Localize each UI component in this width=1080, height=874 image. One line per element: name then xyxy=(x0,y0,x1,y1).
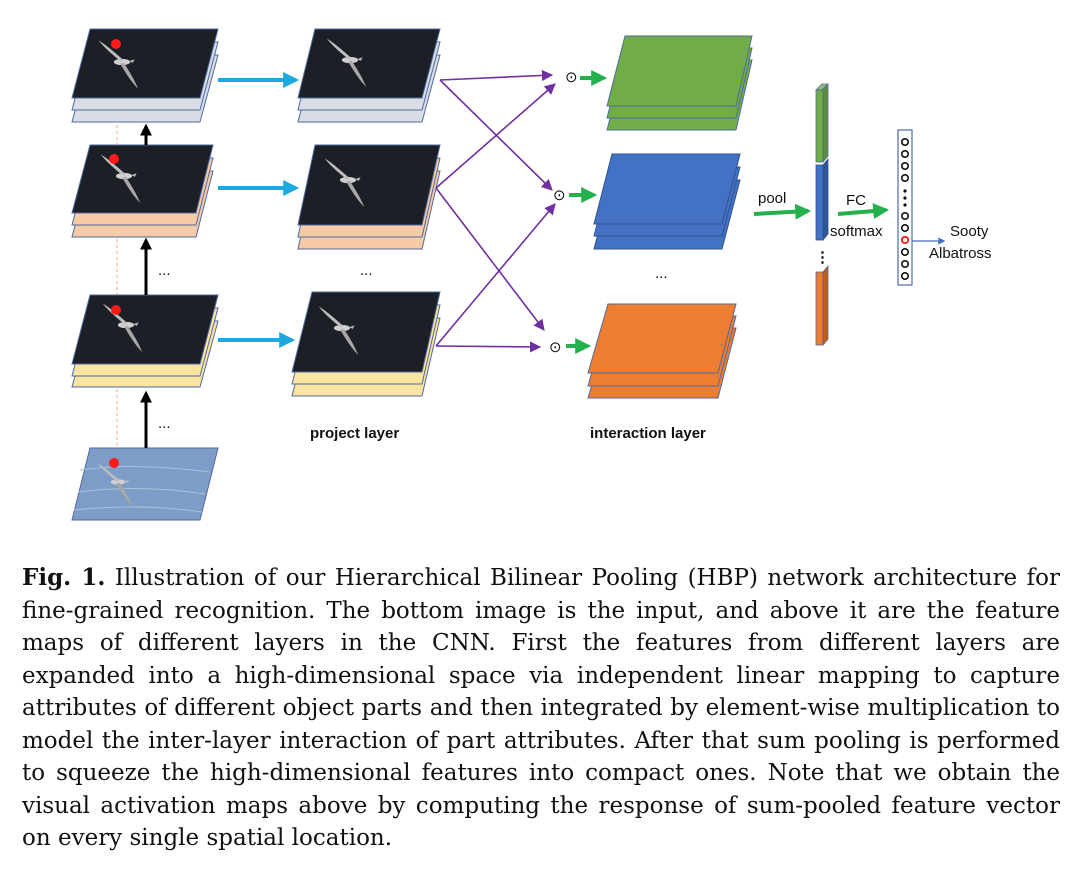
project-stack-2 xyxy=(297,144,441,250)
odot-operator: ⊙ xyxy=(565,69,578,86)
interaction-stack-blue xyxy=(593,153,741,250)
project-stack-3 xyxy=(291,291,441,397)
ellipsis-label: ... xyxy=(158,262,171,279)
project-stack-1 xyxy=(297,28,441,123)
feature-red-marker xyxy=(109,154,119,164)
ellipsis-label: ... xyxy=(158,415,171,432)
input-image xyxy=(71,447,219,521)
odot-operator: ⊙ xyxy=(549,339,562,356)
caption-text: Illustration of our Hierarchical Bilinea… xyxy=(22,565,1060,851)
output-class-vector xyxy=(897,129,913,286)
pool-label: pool xyxy=(758,190,786,207)
feature-red-marker xyxy=(111,305,121,315)
output-class-label: Albatross xyxy=(929,245,992,262)
figure-caption: Fig. 1. Illustration of our Hierarchical… xyxy=(22,562,1060,855)
interaction-arrows xyxy=(435,69,556,353)
vertical-ellipsis: ⋮ xyxy=(815,249,830,266)
output-class-label: Sooty xyxy=(950,223,989,240)
predicted-class-node xyxy=(900,235,910,245)
fc-label: FC xyxy=(846,192,866,209)
pool-arrow xyxy=(753,203,812,220)
odot-operator: ⊙ xyxy=(553,187,566,204)
interaction-stack-green xyxy=(606,35,753,131)
project-layer-label: project layer xyxy=(310,425,399,442)
interaction-stack-orange xyxy=(587,303,737,399)
feature-red-marker xyxy=(111,39,121,49)
feature-stack-layer-1 xyxy=(71,294,219,388)
pooled-feature-vector xyxy=(815,82,829,347)
caption-label: Fig. 1. xyxy=(22,564,106,591)
ellipsis-label: ... xyxy=(360,262,373,279)
feature-stack-layer-3 xyxy=(71,28,219,123)
feature-stack-layer-2 xyxy=(71,144,214,238)
hbp-architecture-diagram: ... ... ... project layer ⊙ ⊙ ⊙ xyxy=(71,28,992,521)
input-red-marker xyxy=(109,458,119,468)
fc-arrow xyxy=(837,203,890,220)
softmax-label: softmax xyxy=(830,223,883,240)
ellipsis-label: ... xyxy=(655,265,668,282)
interaction-layer-label: interaction layer xyxy=(590,425,706,442)
